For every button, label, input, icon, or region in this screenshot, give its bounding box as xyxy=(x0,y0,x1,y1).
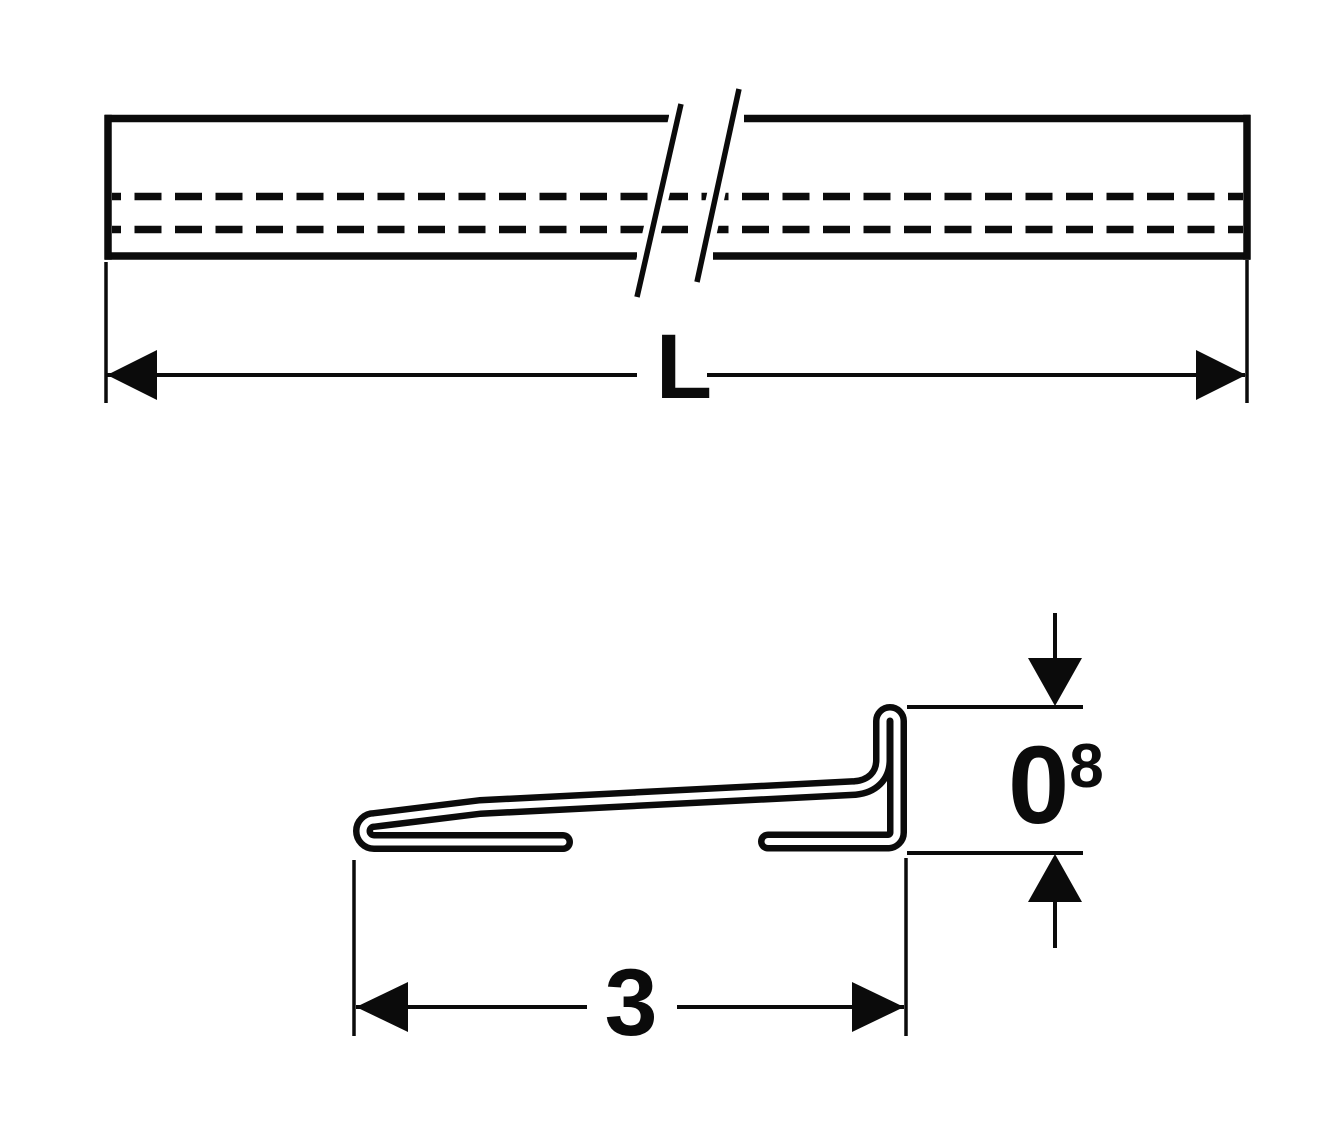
width-dimension: 3 xyxy=(352,858,908,1056)
profile-view: 08 3 xyxy=(352,613,1104,1056)
hidden-lines xyxy=(112,192,1243,234)
length-dimension: L xyxy=(104,260,1249,418)
arrowhead-up xyxy=(1028,854,1082,902)
length-view: L xyxy=(104,87,1251,418)
break-marks xyxy=(628,87,748,300)
arrowhead-right xyxy=(852,982,904,1032)
height-dimension-value: 0 xyxy=(1008,724,1069,847)
length-dimension-label: L xyxy=(656,316,712,418)
arrowhead-down xyxy=(1028,658,1082,706)
arrowhead-left xyxy=(356,982,408,1032)
rail-outline xyxy=(104,114,1251,260)
arrowhead-left xyxy=(107,350,157,400)
height-dimension-superscript: 8 xyxy=(1069,732,1103,801)
height-dimension-label: 08 xyxy=(1008,724,1104,847)
arrowhead-right xyxy=(1196,350,1246,400)
profile-outline xyxy=(353,704,907,852)
width-dimension-label: 3 xyxy=(605,950,658,1056)
height-dimension: 08 xyxy=(907,613,1104,948)
